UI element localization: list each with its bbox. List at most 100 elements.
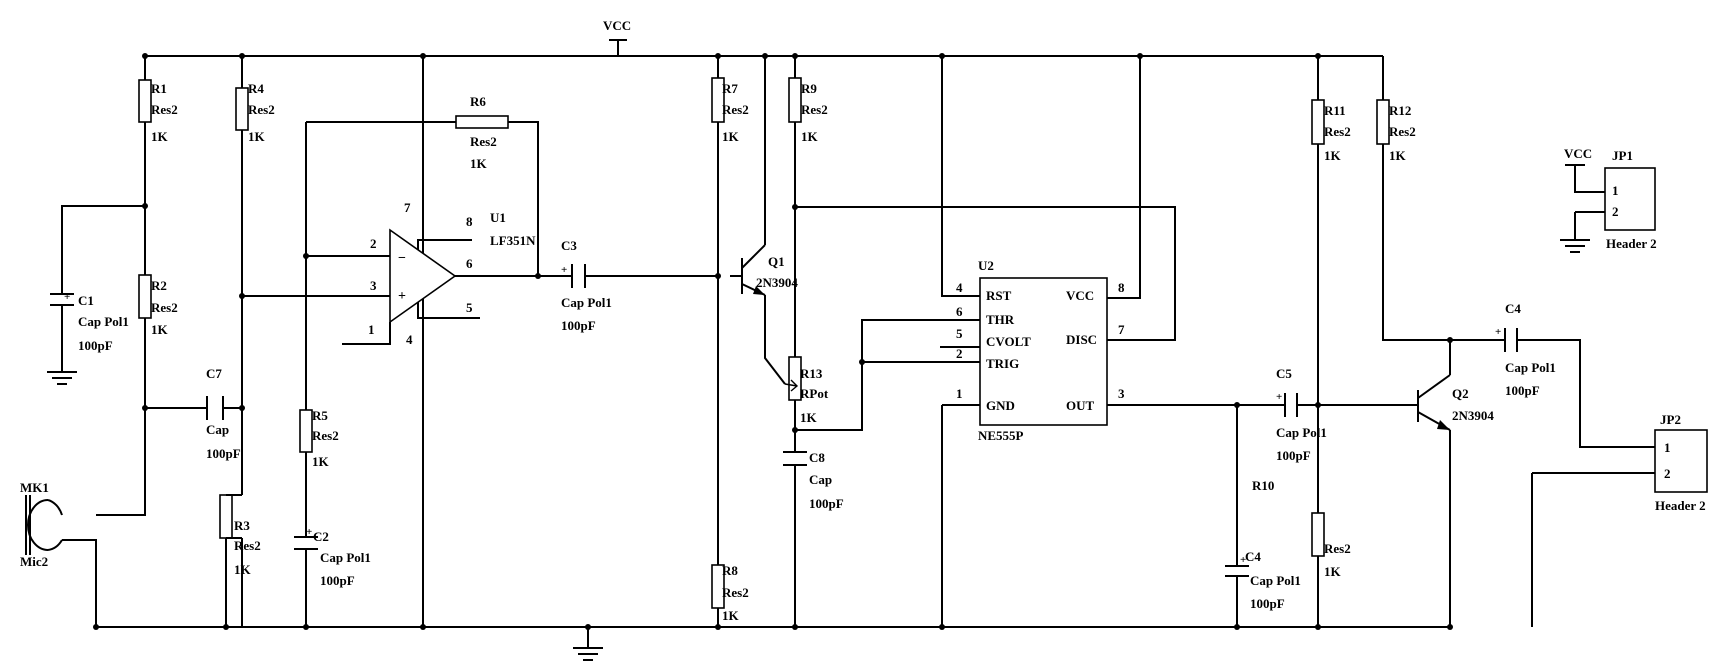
- r3-type: Res2: [234, 538, 261, 553]
- c8-type: Cap: [809, 472, 832, 487]
- r10-value: 1K: [1324, 564, 1342, 579]
- r4-value: 1K: [248, 129, 266, 144]
- r9-ref: R9: [801, 81, 817, 96]
- jp2-ref: JP2: [1660, 412, 1681, 427]
- resistor-r12: R12 Res2 1K: [1376, 99, 1416, 163]
- c5-value: 100pF: [1276, 448, 1311, 463]
- vcc-top-symbol: VCC: [603, 18, 631, 56]
- c2-ref: C2: [313, 529, 329, 544]
- svg-text:+: +: [1240, 554, 1246, 566]
- timer-u2: U2 NE555P 4 RST 6 THR 5 CVOLT 2 TRIG 1 G…: [956, 258, 1125, 443]
- c1-value: 100pF: [78, 338, 113, 353]
- r7-type: Res2: [722, 102, 749, 117]
- capacitor-c2: + C2 Cap Pol1 100pF: [294, 526, 371, 588]
- r2-value: 1K: [151, 322, 169, 337]
- u1-ref: U1: [490, 210, 506, 225]
- u1-pin-1: 1: [368, 322, 375, 337]
- c4-upper-type: Cap Pol1: [1505, 360, 1556, 375]
- q2-ref: Q2: [1452, 386, 1469, 401]
- u2-part: NE555P: [978, 428, 1024, 443]
- svg-text:+: +: [306, 526, 312, 538]
- c4-upper-ref: C4: [1505, 301, 1521, 316]
- u1-pin-7: 7: [404, 200, 411, 215]
- svg-text:+: +: [1495, 326, 1501, 338]
- u2-thr-name: THR: [986, 312, 1015, 327]
- r4-ref: R4: [248, 81, 264, 96]
- jp2-pin2: 2: [1664, 466, 1671, 481]
- capacitor-c4-upper: + C4 Cap Pol1 100pF: [1495, 301, 1556, 398]
- c8-ref: C8: [809, 450, 825, 465]
- r11-type: Res2: [1324, 124, 1351, 139]
- capacitor-c1: + C1 Cap Pol1 100pF: [50, 291, 129, 353]
- header-jp1: VCC JP1 1 2 Header 2: [1560, 146, 1657, 253]
- c3-value: 100pF: [561, 318, 596, 333]
- q1-ref: Q1: [768, 254, 785, 269]
- c3-type: Cap Pol1: [561, 295, 612, 310]
- r2-type: Res2: [151, 300, 178, 315]
- power-rails: [96, 55, 1450, 628]
- r3-ref: R3: [234, 518, 250, 533]
- u2-out-name: OUT: [1066, 398, 1095, 413]
- r8-type: Res2: [722, 585, 749, 600]
- u2-out-num: 3: [1118, 386, 1125, 401]
- q1-type: 2N3904: [756, 275, 798, 290]
- mk1-ref: MK1: [20, 480, 49, 495]
- r13-ref: R13: [800, 366, 823, 381]
- jp2-pin1: 1: [1664, 440, 1671, 455]
- resistor-r5: R5 Res2 1K: [299, 408, 339, 469]
- resistor-r6: R6 Res2 1K: [455, 94, 509, 171]
- wiring: [61, 56, 1655, 627]
- u1-pin-8: 8: [466, 214, 473, 229]
- c7-value: 100pF: [206, 446, 241, 461]
- resistor-r4: R4 Res2 1K: [235, 81, 275, 144]
- resistor-r11: R11 Res2 1K: [1311, 99, 1351, 163]
- transistor-q1: Q1 2N3904: [741, 244, 798, 296]
- r5-value: 1K: [312, 454, 330, 469]
- opamp-u1: − + U1 LF351N 2 3 6 7 4 8 5 1: [342, 200, 536, 347]
- r11-ref: R11: [1324, 103, 1346, 118]
- jp1-type: Header 2: [1606, 236, 1657, 251]
- u2-trig-num: 2: [956, 346, 963, 361]
- jp1-pin1: 1: [1612, 183, 1619, 198]
- vcc-top-label: VCC: [603, 18, 631, 33]
- c5-ref: C5: [1276, 366, 1292, 381]
- c4-lower-ref: C4: [1245, 549, 1261, 564]
- r5-type: Res2: [312, 428, 339, 443]
- r13-value: 1K: [800, 410, 818, 425]
- jp2-type: Header 2: [1655, 498, 1706, 513]
- r1-type: Res2: [151, 102, 178, 117]
- u2-vcc-name: VCC: [1066, 288, 1094, 303]
- svg-text:+: +: [398, 289, 406, 304]
- u2-thr-num: 6: [956, 304, 963, 319]
- r6-ref: R6: [470, 94, 486, 109]
- u2-disc-num: 7: [1118, 322, 1125, 337]
- r10-type: Res2: [1324, 541, 1351, 556]
- r12-value: 1K: [1389, 148, 1407, 163]
- r13-type: RPot: [800, 386, 829, 401]
- r12-type: Res2: [1389, 124, 1416, 139]
- capacitor-c3: + C3 Cap Pol1 100pF: [561, 238, 612, 333]
- u1-part: LF351N: [490, 233, 536, 248]
- c1-type: Cap Pol1: [78, 314, 129, 329]
- u2-rst-num: 4: [956, 280, 963, 295]
- capacitor-c5: + C5 Cap Pol1 100pF: [1276, 366, 1327, 463]
- c1-ref: C1: [78, 293, 94, 308]
- u1-pin-2: 2: [370, 236, 377, 251]
- resistor-r3: R3 Res2 1K: [219, 494, 261, 627]
- svg-text:−: −: [398, 251, 406, 266]
- r7-ref: R7: [722, 81, 738, 96]
- r12-ref: R12: [1389, 103, 1411, 118]
- u2-cvolt-name: CVOLT: [986, 334, 1031, 349]
- r3-value: 1K: [234, 562, 252, 577]
- c4-lower-value: 100pF: [1250, 596, 1285, 611]
- u2-gnd-num: 1: [956, 386, 963, 401]
- mk1-type: Mic2: [20, 554, 48, 569]
- u2-gnd-name: GND: [986, 398, 1015, 413]
- svg-text:+: +: [1276, 391, 1282, 403]
- q2-type: 2N3904: [1452, 408, 1494, 423]
- capacitor-c4-lower: + C4 Cap Pol1 100pF: [1225, 549, 1301, 611]
- u2-trig-name: TRIG: [986, 356, 1019, 371]
- c7-type: Cap: [206, 422, 229, 437]
- r4-type: Res2: [248, 102, 275, 117]
